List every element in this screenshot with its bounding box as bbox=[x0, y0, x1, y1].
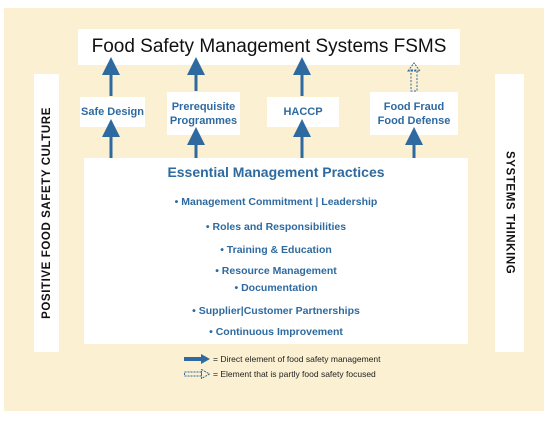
legend: = Direct element of food safety manageme… bbox=[184, 353, 444, 383]
legend-dashed-text: = Element that is partly food safety foc… bbox=[213, 369, 376, 379]
systems-thinking-label: SYSTEMS THINKING bbox=[503, 151, 516, 275]
practice-item: • Continuous Improvement bbox=[209, 326, 343, 338]
solid-arrow-icon bbox=[184, 354, 210, 364]
dashed-arrow-up-icon bbox=[407, 62, 421, 92]
pillar-label: Prerequisite bbox=[171, 100, 236, 113]
practice-item: • Training & Education bbox=[220, 244, 332, 256]
arrow-layer bbox=[102, 57, 423, 158]
fsms-title-box: Food Safety Management Systems FSMS bbox=[78, 29, 460, 65]
essential-practices-heading: Essential Management Practices bbox=[167, 164, 385, 180]
dashed-arrow-icon bbox=[184, 369, 210, 379]
practice-item: • Roles and Responsibilities bbox=[205, 221, 347, 233]
systems-thinking-box: SYSTEMS THINKING bbox=[495, 74, 524, 352]
pillar-food-fraud-defense: Food Fraud Food Defense bbox=[370, 92, 458, 135]
practice-item: • Management Commitment | Leadership bbox=[174, 196, 378, 208]
pillar-label: Food Fraud bbox=[383, 100, 445, 113]
culture-side-box: POSITIVE FOOD SAFETY CULTURE bbox=[34, 74, 59, 352]
pillar-label: Food Defense bbox=[377, 114, 451, 127]
pillar-label: HACCP bbox=[283, 106, 323, 118]
practice-item: • Documentation bbox=[234, 282, 318, 294]
legend-row-solid: = Direct element of food safety manageme… bbox=[184, 353, 381, 365]
legend-row-dashed: = Element that is partly food safety foc… bbox=[184, 368, 376, 380]
practice-item: • Supplier|Customer Partnerships bbox=[192, 305, 360, 317]
practice-item: • Resource Management bbox=[215, 265, 337, 277]
legend-solid-text: = Direct element of food safety manageme… bbox=[213, 354, 381, 364]
fsms-title: Food Safety Management Systems FSMS bbox=[91, 36, 447, 57]
pillar-label: Programmes bbox=[169, 114, 238, 127]
diagram-canvas: Food Safety Management Systems FSMS Safe… bbox=[4, 8, 544, 411]
essential-practices-box: Essential Management Practices • Managem… bbox=[84, 158, 468, 344]
pillar-label: Safe Design bbox=[81, 106, 144, 118]
